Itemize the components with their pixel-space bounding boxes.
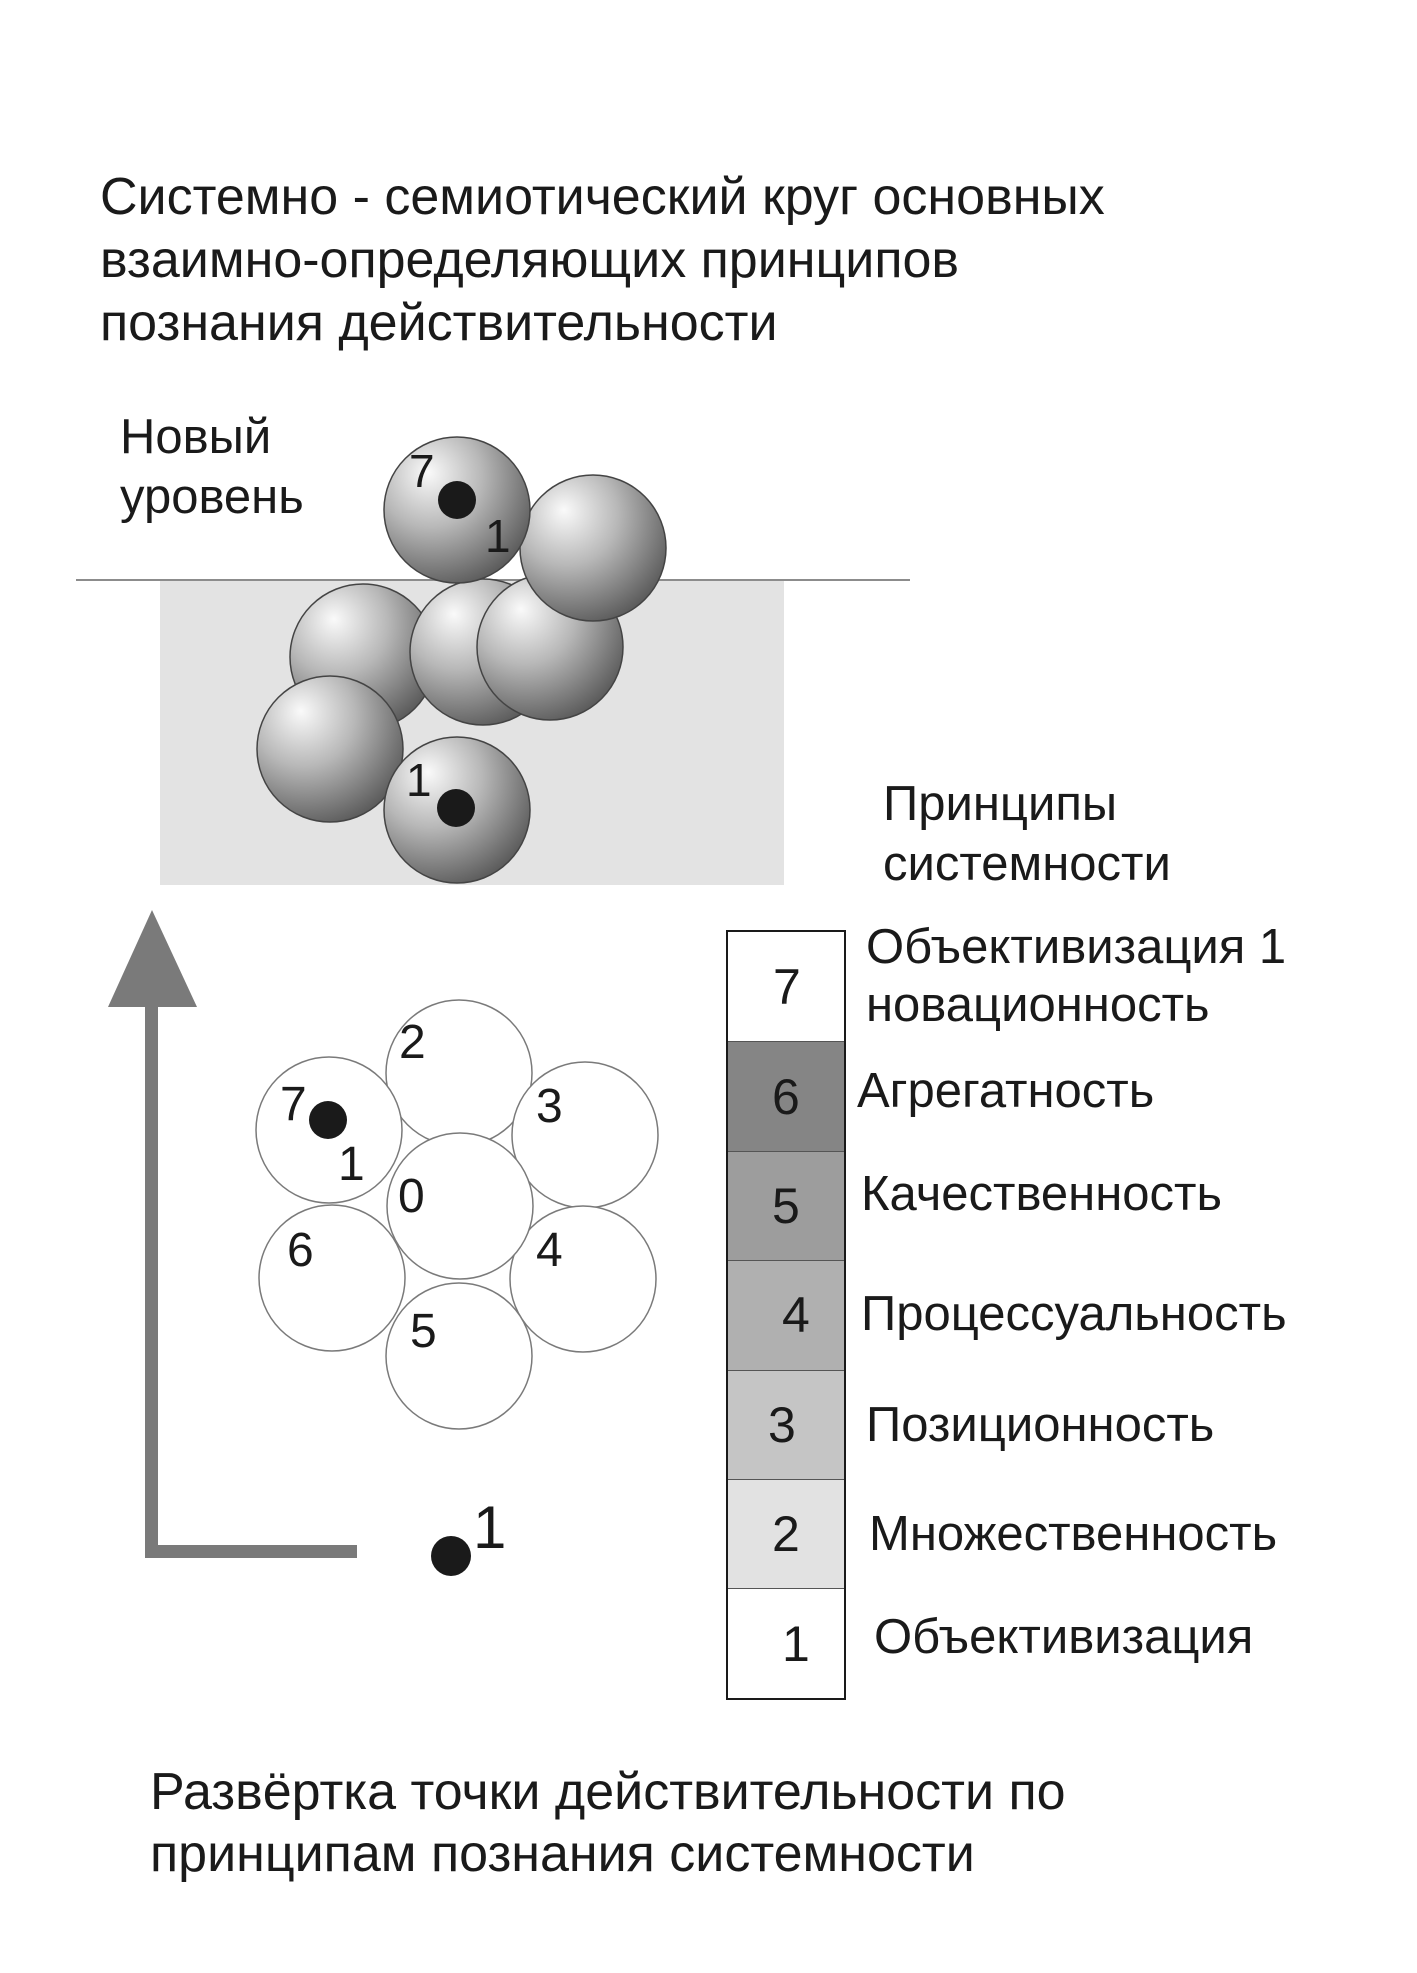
caption-line-1: Развёртка точки действительности по — [150, 1763, 1066, 1821]
scale-label-7-line-1: Объективизация 1 — [866, 920, 1287, 974]
sphere-label: 7 — [409, 445, 435, 497]
scale-label-5: Качественность — [861, 1167, 1223, 1221]
scale-number: 3 — [768, 1396, 796, 1453]
scale-label-6: Агрегатность — [857, 1064, 1155, 1118]
up-arrow — [108, 910, 357, 1558]
scale-label-2: Множественность — [869, 1507, 1278, 1561]
title-line-3: познания действительности — [100, 294, 778, 352]
sphere-cluster — [256, 436, 667, 884]
scale-number: 4 — [782, 1287, 810, 1344]
circle-label: 1 — [338, 1138, 365, 1191]
principles-scale: 7 6 5 4 3 2 1 — [726, 930, 846, 1700]
point-dot — [309, 1101, 347, 1139]
circle-label: 2 — [399, 1016, 426, 1069]
circle-c0 — [386, 1132, 534, 1280]
circle-c4 — [509, 1205, 657, 1353]
scale-number: 1 — [782, 1615, 810, 1672]
scale-cell-7: 7 — [728, 932, 844, 1042]
sphere — [519, 474, 667, 622]
circle-c6 — [258, 1204, 406, 1352]
caption-line-2: принципам познания системности — [150, 1825, 975, 1883]
scale-label-1: Объективизация — [874, 1610, 1254, 1664]
sphere-label: 1 — [485, 510, 511, 562]
circle-c5 — [385, 1282, 533, 1430]
scale-label-4: Процессуальность — [861, 1287, 1287, 1341]
scale-number: 5 — [772, 1177, 800, 1234]
circle-label: 5 — [410, 1305, 437, 1358]
principles-heading-line-1: Принципы — [883, 777, 1118, 831]
scale-number: 6 — [772, 1068, 800, 1125]
circle-c3 — [511, 1061, 659, 1209]
scale-cell-3: 3 — [728, 1369, 844, 1479]
scale-cell-6: 6 — [728, 1041, 844, 1151]
title-line-1: Системно - семиотический круг основных — [100, 168, 1105, 226]
scale-cell-2: 2 — [728, 1478, 844, 1589]
circle-label: 0 — [398, 1170, 425, 1223]
point-dot — [438, 481, 476, 519]
circle-label: 3 — [536, 1080, 563, 1133]
scale-cell-4: 4 — [728, 1260, 844, 1370]
circle-label: 4 — [536, 1224, 563, 1277]
principles-heading-line-2: системности — [883, 837, 1171, 891]
title-line-2: взаимно-определяющих принципов — [100, 231, 960, 289]
new-level-line-2: уровень — [120, 470, 304, 524]
new-level-line-1: Новый — [120, 410, 272, 464]
point-dot — [437, 789, 475, 827]
origin-point-label: 1 — [473, 1494, 506, 1561]
scale-number: 2 — [772, 1506, 800, 1563]
sphere-label: 1 — [406, 754, 432, 806]
scale-cell-1: 1 — [728, 1588, 844, 1698]
circle-label: 6 — [287, 1224, 314, 1277]
circle-label: 7 — [280, 1078, 307, 1131]
scale-label-7-line-2: новационность — [866, 978, 1210, 1032]
origin-point — [431, 1536, 471, 1576]
sphere — [256, 675, 404, 823]
scale-number: 7 — [773, 958, 801, 1015]
scale-cell-5: 5 — [728, 1150, 844, 1261]
circle-diagram — [255, 999, 659, 1430]
scale-label-3: Позиционность — [866, 1398, 1215, 1452]
